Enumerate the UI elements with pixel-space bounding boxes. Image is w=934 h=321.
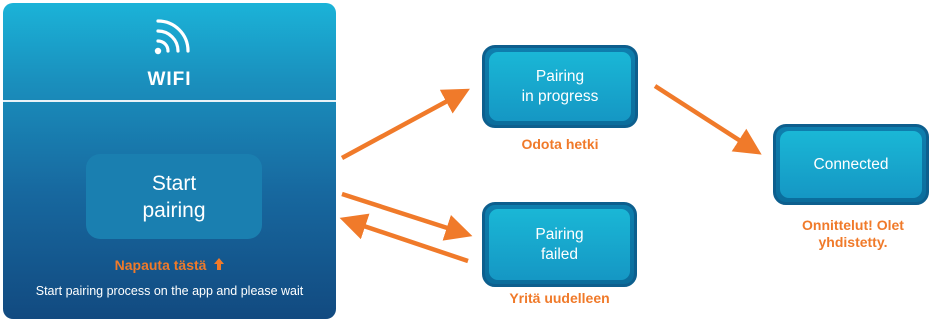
divider	[3, 100, 336, 102]
connected-caption: Onnittelut! Olet yhdistetty.	[773, 217, 933, 251]
tap-here-label: Napauta tästä	[3, 257, 336, 273]
start-pairing-label-line2: pairing	[142, 198, 206, 222]
pairing-in-progress-node: Pairing in progress	[482, 45, 638, 128]
device-panel: WIFI Start pairing Napauta tästä Start p…	[3, 3, 336, 319]
arrow-up-icon	[214, 258, 225, 270]
connected-caption-line2: yhdistetty.	[818, 234, 888, 250]
failed-caption: Yritä uudelleen	[509, 290, 610, 306]
arrow-start-to-progress	[340, 88, 470, 160]
connected-node: Connected	[773, 124, 929, 205]
start-pairing-label-line1: Start	[151, 171, 197, 195]
progress-line1: Pairing	[535, 67, 585, 85]
tap-here-text: Napauta tästä	[114, 257, 207, 273]
failed-line1: Pairing	[535, 225, 584, 243]
failed-line2: failed	[540, 245, 579, 263]
instruction-text: Start pairing process on the app and ple…	[35, 284, 304, 298]
connected-caption-line1: Onnittelut! Olet	[802, 217, 904, 233]
arrow-failed-to-start	[339, 213, 469, 264]
start-pairing-button[interactable]: Start pairing	[86, 154, 262, 239]
arrow-progress-to-connected	[653, 84, 762, 155]
arrow-start-to-failed	[341, 191, 473, 241]
connected-label: Connected	[813, 155, 889, 173]
wifi-label: WIFI	[147, 69, 192, 90]
wifi-icon	[154, 19, 190, 55]
progress-line2: in progress	[521, 87, 599, 105]
pairing-failed-node: Pairing failed	[482, 202, 637, 287]
progress-caption: Odota hetki	[521, 136, 599, 152]
